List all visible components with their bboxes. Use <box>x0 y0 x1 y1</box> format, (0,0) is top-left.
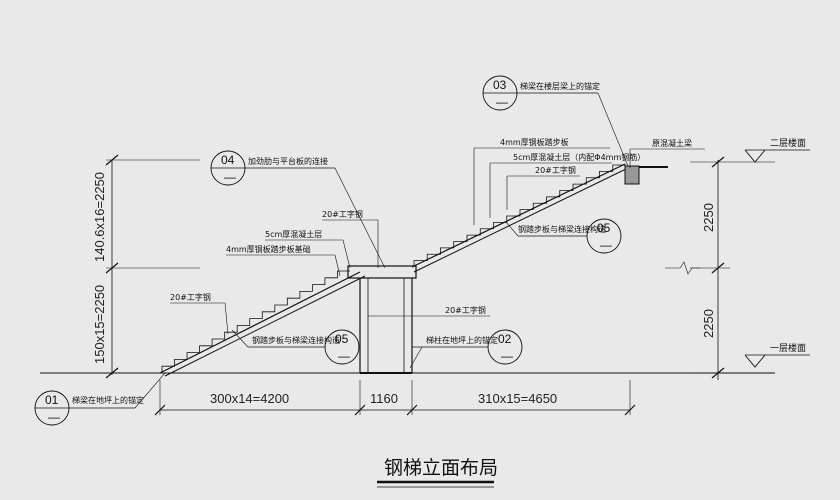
left-stair-flight <box>159 270 366 377</box>
callout-01-num: 01 <box>45 393 59 407</box>
right-labels: 4mm厚钢板踏步板 5cm厚混凝土层（内配Φ4mm钢筋） 20#工字钢 原混凝土… <box>473 137 705 225</box>
callout-02: 02 — 梯柱在地坪上的锚定 <box>409 329 523 369</box>
label-plate-right: 4mm厚钢板踏步板 <box>500 137 569 147</box>
label-i-beam-right: 20#工字钢 <box>535 165 576 175</box>
dim-right-upper: 2250 <box>701 203 716 232</box>
title-text: 钢梯立面布局 <box>384 457 498 479</box>
bottom-dimensions: 300x14=4200 1160 310x15=4650 <box>154 380 636 416</box>
callout-02-num: 02 <box>498 332 512 346</box>
dim-left-upper: 140.6x16=2250 <box>92 172 107 262</box>
level-marker-lower: 一层楼面 <box>744 342 810 368</box>
callout-03-sub: — <box>496 95 508 109</box>
callout-05-left: 05 — 钢踏步板与梯梁连接构造 <box>231 329 360 365</box>
right-dimensions: 2250 2250 <box>665 156 775 380</box>
callout-05a-text: 钢踏步板与梯梁连接构造 <box>252 335 340 345</box>
callout-04: 04 — 加劲肋与平台板的连接 <box>210 150 386 269</box>
left-labels: 20#工字钢 5cm厚混凝土层 4mm厚钢板踏步板基础 20#工字钢 <box>170 209 379 335</box>
callout-04-sub: — <box>224 170 236 184</box>
callout-05b-sub: — <box>600 238 612 252</box>
label-i-beam-column: 20#工字钢 <box>445 305 486 315</box>
callout-03-num: 03 <box>493 78 507 92</box>
label-concrete-right: 5cm厚混凝土层（内配Φ4mm钢筋） <box>513 152 645 162</box>
label-i-beam-platform: 20#工字钢 <box>322 209 363 219</box>
dim-left-lower: 150x15=2250 <box>92 285 107 364</box>
dim-right-lower: 2250 <box>701 309 716 338</box>
callout-01-sub: — <box>48 410 60 424</box>
label-concrete-left: 5cm厚混凝土层 <box>265 229 322 239</box>
callout-04-text: 加劲肋与平台板的连接 <box>248 156 328 166</box>
label-i-beam-left: 20#工字钢 <box>170 292 211 302</box>
callout-03-text: 梯梁在楼层梁上的锚定 <box>520 81 600 91</box>
callout-01: 01 — 梯梁在地坪上的锚定 <box>34 372 166 426</box>
label-beam-top: 原混凝土梁 <box>652 138 692 148</box>
callout-02-sub: — <box>501 349 513 363</box>
dim-bottom-right: 310x15=4650 <box>478 391 557 406</box>
column-label: 20#工字钢 <box>368 305 490 317</box>
callout-02-text: 梯柱在地坪上的锚定 <box>426 335 498 345</box>
level-marker-upper: 二层楼面 <box>744 137 810 163</box>
dim-bottom-left: 300x14=4200 <box>210 391 289 406</box>
upper-floor-label: 二层楼面 <box>770 137 806 149</box>
label-plate-left: 4mm厚钢板踏步板基础 <box>226 244 311 254</box>
callout-05a-sub: — <box>338 349 350 363</box>
concrete-beam <box>624 165 668 185</box>
callout-03: 03 — 梯梁在楼层梁上的锚定 <box>482 75 629 167</box>
callout-05b-num: 05 <box>597 221 611 235</box>
callout-05-right: 05 — 钢踏步板与梯梁连接构造 <box>505 218 622 254</box>
drawing-title: 钢梯立面布局 <box>377 457 498 488</box>
left-dimensions: 140.6x16=2250 150x15=2250 <box>92 154 200 379</box>
callout-05b-text: 钢踏步板与梯梁连接构造 <box>518 224 606 234</box>
platform <box>347 265 417 374</box>
callout-04-num: 04 <box>221 153 235 167</box>
right-stair-flight <box>411 163 629 273</box>
lower-floor-label: 一层楼面 <box>770 342 806 354</box>
callout-05a-num: 05 <box>335 332 349 346</box>
callout-01-text: 梯梁在地坪上的锚定 <box>72 395 144 405</box>
dim-bottom-mid: 1160 <box>370 391 398 406</box>
